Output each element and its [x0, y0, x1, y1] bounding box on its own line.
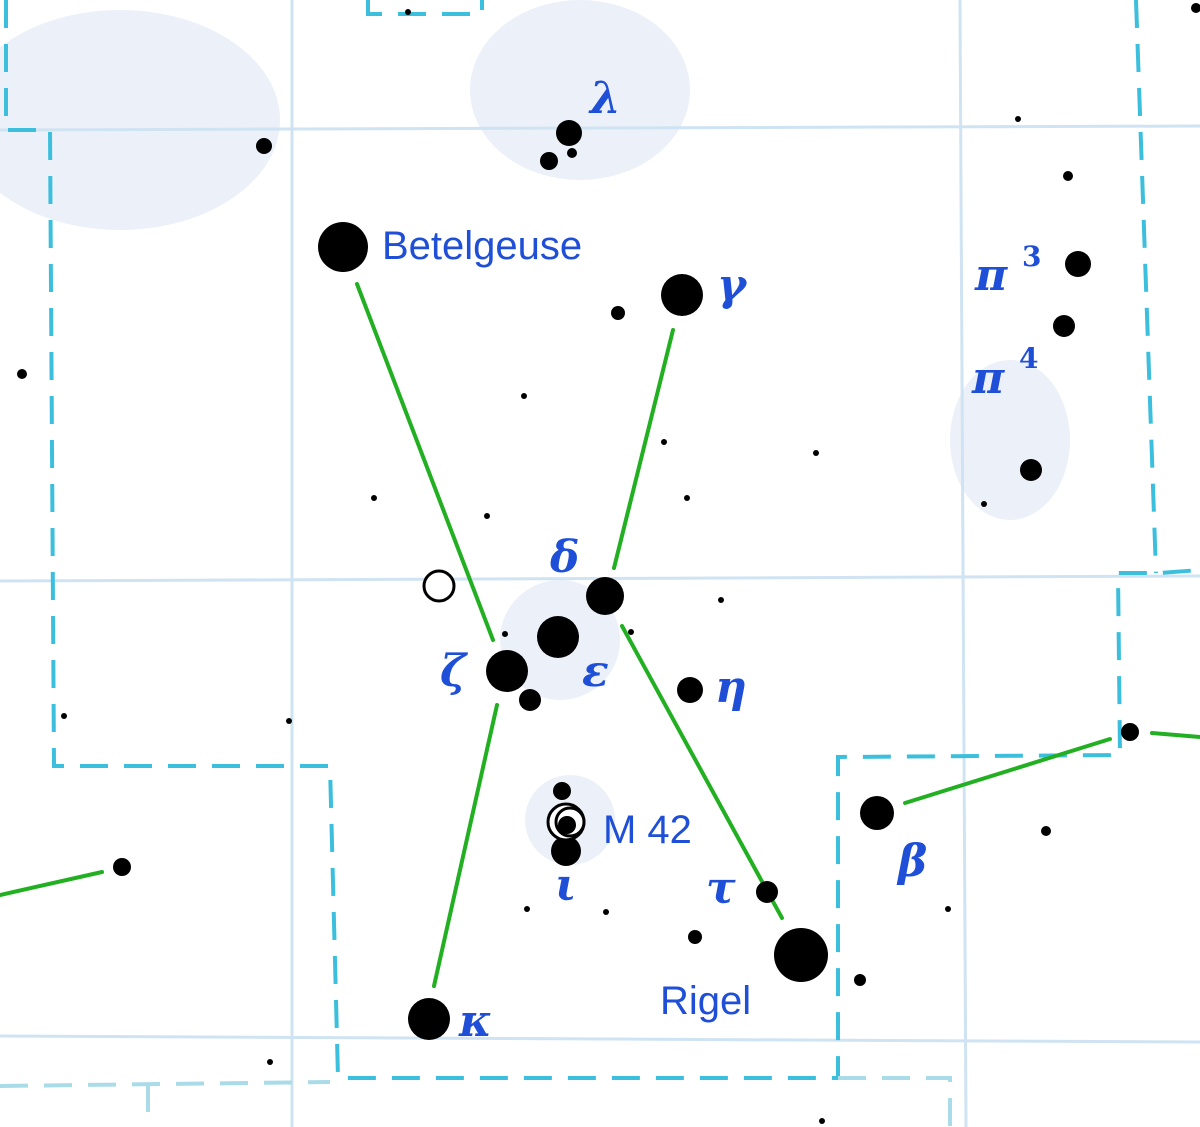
label-m42: M 42 — [603, 808, 692, 852]
star-tau — [756, 881, 778, 903]
label-lambda: λ — [588, 73, 621, 124]
label-beta: β — [896, 836, 927, 887]
label-tau: τ — [706, 863, 736, 914]
label-pi4-superscript: 4 — [1019, 342, 1038, 375]
star-gamma — [661, 274, 703, 316]
label-pi3-superscript: 3 — [1022, 240, 1041, 273]
label-epsilon: ε — [582, 646, 609, 697]
label-iota: ι — [555, 860, 576, 911]
label-delta: δ — [549, 532, 579, 583]
star-rigel — [774, 928, 828, 982]
label-betelgeuse: Betelgeuse — [382, 224, 582, 268]
label-rigel: Rigel — [660, 979, 751, 1023]
label-eta: η — [715, 662, 747, 713]
label-pi3: π — [974, 250, 1008, 301]
label-gamma: γ — [717, 260, 748, 311]
star-zeta — [486, 650, 528, 692]
star-epsilon — [537, 616, 579, 658]
star-kappa — [408, 998, 450, 1040]
star-delta — [586, 577, 624, 615]
star-eta — [677, 677, 703, 703]
star-lambda — [556, 120, 582, 146]
label-zeta: ζ — [440, 646, 468, 697]
stick-figure — [0, 282, 1200, 988]
label-pi4: π — [971, 353, 1005, 404]
nebula-m42-icon — [546, 802, 586, 842]
star-pi3 — [1065, 251, 1091, 277]
star-betelgeuse — [318, 222, 368, 272]
star-iota — [551, 836, 581, 866]
deep-sky-objects — [422, 569, 586, 842]
star-pi4 — [1053, 315, 1075, 337]
label-kappa: κ — [458, 996, 492, 1047]
stars — [17, 3, 1200, 1124]
star-labels: λ Betelgeuse γ π 3 π 4 δ ζ ε η M 42 ι τ … — [382, 73, 1041, 1047]
star-beta-ori-region — [860, 796, 894, 830]
open-cluster-icon — [422, 569, 456, 603]
